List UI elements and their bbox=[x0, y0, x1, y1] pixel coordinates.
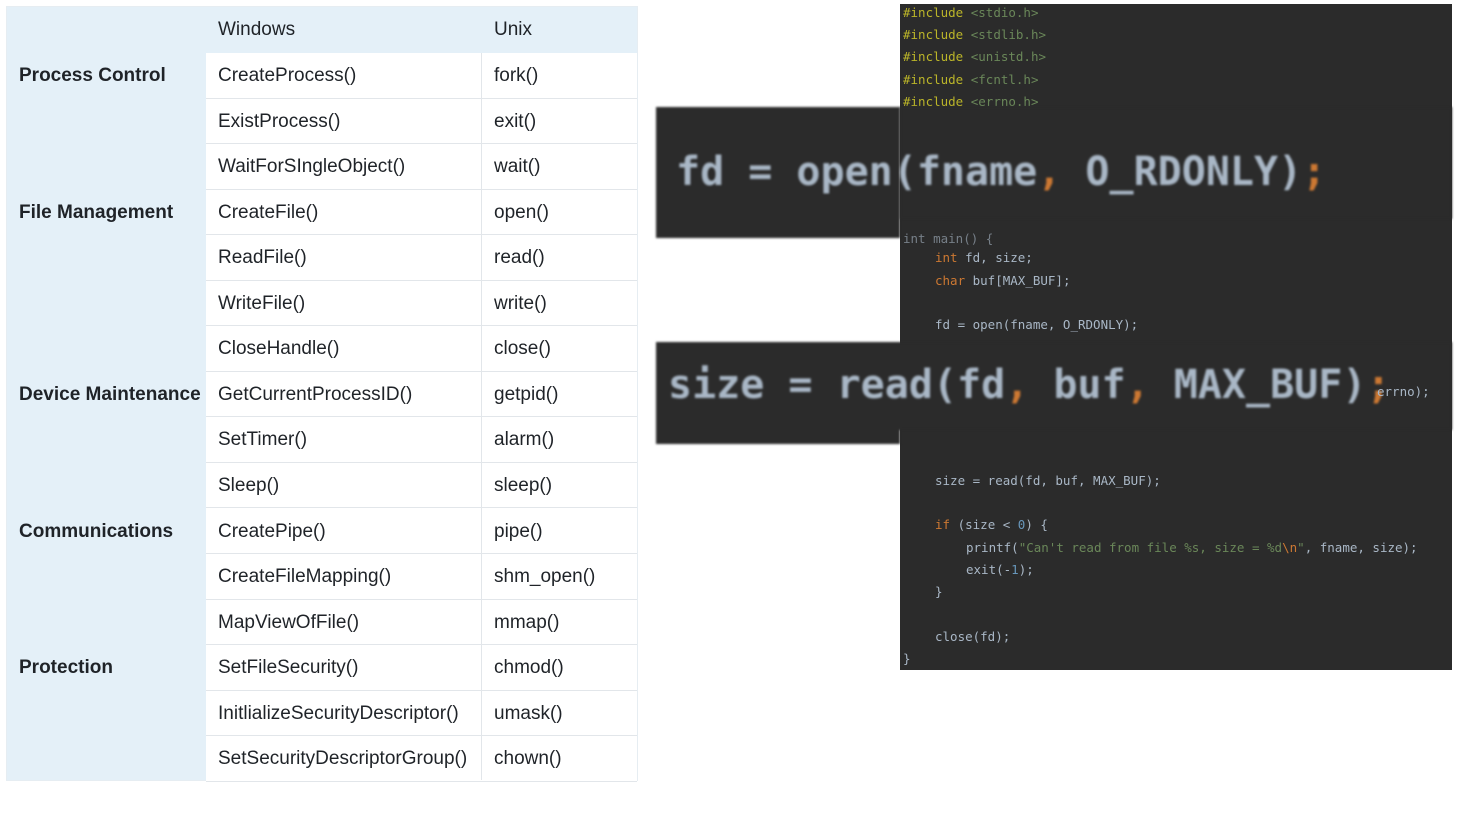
decl-int-line: int fd, size; bbox=[935, 250, 1033, 265]
windows-call: WaitForSIngleObject() bbox=[218, 156, 406, 178]
zoom-open-callout: fd = open(fname, O_RDONLY); bbox=[656, 107, 1452, 238]
unix-call: shm_open() bbox=[494, 566, 596, 588]
windows-call: CreateProcess() bbox=[218, 65, 357, 86]
windows-call: MapViewOfFile() bbox=[218, 611, 360, 633]
windows-call: CloseHandle() bbox=[218, 338, 340, 360]
table-row: CreatePipe() pipe() bbox=[206, 508, 637, 554]
windows-call: CreateFile() bbox=[218, 201, 319, 223]
unix-call: sleep() bbox=[494, 474, 553, 496]
table-row: WaitForSIngleObject() wait() bbox=[206, 144, 637, 190]
windows-call: SetFileSecurity() bbox=[218, 657, 359, 679]
windows-call: InitlializeSecurityDescriptor() bbox=[218, 702, 459, 724]
category-column bbox=[7, 7, 206, 780]
category-label: Process Control bbox=[19, 65, 166, 86]
header-windows: Windows bbox=[218, 19, 296, 40]
open-line: fd = open(fname, O_RDONLY); bbox=[935, 317, 1139, 332]
table-row: SetTimer() alarm() bbox=[206, 417, 637, 463]
close-brace: } bbox=[935, 584, 943, 599]
header-unix: Unix bbox=[494, 19, 533, 40]
unix-call: fork() bbox=[494, 65, 539, 86]
table-row: GetCurrentProcessID() getpid() bbox=[206, 371, 637, 418]
unix-call: close() bbox=[494, 338, 552, 360]
windows-call: Sleep() bbox=[218, 474, 280, 496]
windows-call: ReadFile() bbox=[218, 247, 307, 269]
table-row: InitlializeSecurityDescriptor() umask() bbox=[206, 690, 637, 737]
table-row: ReadFile() read() bbox=[206, 235, 637, 281]
include-line: #include <stdlib.h> bbox=[903, 27, 1047, 42]
include-line: #include <stdio.h> bbox=[903, 5, 1039, 20]
unix-call: getpid() bbox=[494, 383, 559, 405]
decl-char-line: char buf[MAX_BUF]; bbox=[935, 273, 1071, 288]
category-label: File Management bbox=[19, 201, 174, 223]
unix-call: mmap() bbox=[494, 611, 560, 633]
table-row: MapViewOfFile() mmap() bbox=[206, 599, 637, 646]
table-row: SetSecurityDescriptorGroup() chown() bbox=[206, 736, 637, 782]
unix-call: chown() bbox=[494, 748, 562, 770]
zoom-open-left-panel bbox=[656, 107, 900, 238]
windows-call: CreatePipe() bbox=[218, 520, 326, 542]
unix-call: chmod() bbox=[494, 657, 564, 679]
unix-call: alarm() bbox=[494, 429, 555, 451]
category-label: Protection bbox=[19, 657, 113, 679]
main-signature-partial: int main() { bbox=[903, 231, 994, 246]
unix-call: pipe() bbox=[494, 520, 543, 542]
unix-call: umask() bbox=[494, 702, 563, 724]
code-editor: #include <stdio.h> #include <stdlib.h> #… bbox=[900, 4, 1452, 670]
windows-call: CreateFileMapping() bbox=[218, 566, 392, 588]
unix-call: read() bbox=[494, 247, 545, 269]
unix-call: write() bbox=[494, 292, 547, 314]
exit-line: exit(-1); bbox=[966, 562, 1034, 577]
table-row: ExistProcess() exit() bbox=[206, 98, 637, 145]
windows-call: WriteFile() bbox=[218, 292, 306, 314]
close-line: close(fd); bbox=[935, 629, 1011, 644]
windows-call: ExistProcess() bbox=[218, 110, 341, 132]
table-row: WriteFile() write() bbox=[206, 280, 637, 327]
windows-call: GetCurrentProcessID() bbox=[218, 383, 413, 405]
windows-call: SetTimer() bbox=[218, 429, 308, 451]
printf-line: printf("Can't read from file %s, size = … bbox=[966, 540, 1418, 555]
column-divider bbox=[481, 53, 482, 780]
unix-call: open() bbox=[494, 201, 549, 223]
syscall-table: Windows Unix CreateProcess() fork() ExistP… bbox=[6, 6, 638, 782]
include-line: #include <errno.h> bbox=[903, 94, 1039, 109]
zoom-read-text: size = read(fd, buf, MAX_BUF); bbox=[668, 362, 1391, 408]
include-line: #include <fcntl.h> bbox=[903, 72, 1039, 87]
unix-call: wait() bbox=[494, 156, 541, 178]
table-header: Windows Unix bbox=[206, 7, 637, 53]
table-row: SetFileSecurity() chmod() bbox=[206, 645, 637, 691]
read-line: size = read(fd, buf, MAX_BUF); bbox=[935, 473, 1161, 488]
category-label: Device Maintenance bbox=[19, 383, 201, 405]
windows-call: SetSecurityDescriptorGroup() bbox=[218, 748, 468, 770]
end-brace: } bbox=[903, 651, 911, 666]
table-row: CreateFile() open() bbox=[206, 189, 637, 236]
category-label: Communications bbox=[19, 520, 174, 542]
if-line: if (size < 0) { bbox=[935, 517, 1048, 532]
zoom-read-callout: size = read(fd, buf, MAX_BUF); bbox=[656, 342, 1452, 444]
table-row: Sleep() sleep() bbox=[206, 462, 637, 509]
zoom-open-text: fd = open(fname, O_RDONLY); bbox=[676, 149, 1327, 195]
include-line: #include <unistd.h> bbox=[903, 49, 1047, 64]
errno-tail: errno); bbox=[1377, 384, 1430, 399]
table-row: CreateProcess() fork() bbox=[206, 53, 637, 99]
table-row: CreateFileMapping() shm_open() bbox=[206, 554, 637, 600]
table-row: CloseHandle() close() bbox=[206, 326, 637, 372]
unix-call: exit() bbox=[494, 110, 537, 132]
